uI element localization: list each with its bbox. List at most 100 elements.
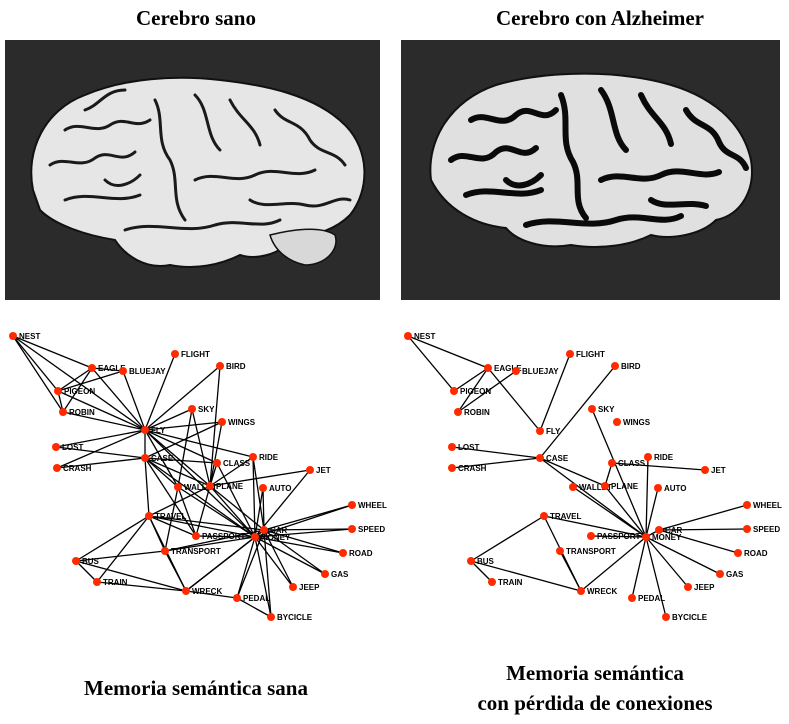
node-label-gas: GAS: [726, 570, 744, 579]
edge-plane-travel: [148, 485, 211, 517]
edge-car-speed: [658, 528, 748, 531]
node-sky: [588, 405, 596, 413]
node-label-road: ROAD: [744, 549, 768, 558]
edge-money-wreck: [580, 536, 647, 592]
node-label-plane: PLANE: [611, 482, 639, 491]
edge-money-wheel: [254, 504, 353, 538]
edge-bird-fly: [144, 365, 221, 431]
node-class: [213, 459, 221, 467]
edge-crash-case: [56, 457, 146, 469]
edge-wreck-car: [185, 529, 265, 592]
edge-wings-plane: [209, 421, 223, 487]
edge-car-gas: [263, 529, 326, 575]
edge-transport-car: [164, 529, 265, 552]
edge-travel-money: [148, 515, 256, 538]
node-travel: [145, 512, 153, 520]
edge-auto-car: [262, 487, 265, 531]
edge-ride-car: [252, 456, 265, 531]
edge-money-gas: [645, 536, 721, 575]
edge-car-wheel: [658, 504, 748, 531]
alzheimer-brain-image: [401, 40, 780, 300]
node-gas: [716, 570, 724, 578]
edge-robin-fly: [62, 411, 146, 431]
node-bluejay: [512, 367, 520, 375]
node-wings: [218, 418, 226, 426]
alzheimer-caption-line1: Memoria semántica: [506, 661, 684, 685]
edge-money-speed: [254, 528, 353, 538]
node-gas: [321, 570, 329, 578]
edge-eagle-bluejay: [91, 367, 124, 372]
node-auto: [654, 484, 662, 492]
node-label-bus: BUS: [82, 557, 100, 566]
node-transport: [161, 547, 169, 555]
node-label-road: ROAD: [349, 549, 373, 558]
node-money: [642, 533, 650, 541]
edge-case-wallet: [144, 457, 179, 488]
edge-money-jeep: [254, 536, 294, 588]
node-label-bycicle: BYCICLE: [277, 613, 313, 622]
node-label-lost: LOST: [458, 443, 479, 452]
node-label-travel: TRAVEL: [155, 512, 187, 521]
node-label-wreck: WRECK: [192, 587, 222, 596]
edge-nest-eagle: [12, 335, 93, 369]
node-label-nest: NEST: [414, 332, 435, 341]
node-pigeon: [450, 387, 458, 395]
node-label-jeep: JEEP: [694, 583, 715, 592]
edge-money-road: [254, 536, 344, 554]
edge-flight-fly: [144, 353, 176, 431]
alzheimer-network-caption: Memoria semántica con pérdida de conexio…: [405, 658, 785, 718]
node-label-car: CAR: [665, 526, 683, 535]
edge-money-pedal: [236, 536, 256, 599]
edge-lost-fly: [55, 429, 146, 448]
node-case: [536, 454, 544, 462]
node-label-pigeon: PIGEON: [64, 387, 95, 396]
edge-bus-wreck: [470, 560, 582, 592]
node-label-money: MONEY: [652, 533, 682, 542]
edge-pedal-bycicle: [236, 597, 272, 618]
node-car: [655, 526, 663, 534]
edge-passport-money: [590, 535, 647, 538]
node-label-bluejay: BLUEJAY: [129, 367, 166, 376]
edge-money-bycicle: [254, 536, 272, 618]
healthy-brain-image: [5, 40, 380, 300]
edge-case-money: [539, 457, 647, 538]
edge-ride-money: [252, 456, 256, 538]
edge-eagle-fly: [487, 367, 541, 432]
edge-travel-money: [543, 515, 647, 538]
node-road: [734, 549, 742, 557]
edge-wallet-money: [177, 486, 256, 538]
node-label-plane: PLANE: [216, 482, 244, 491]
edge-auto-money: [645, 487, 659, 538]
edge-pedal-money: [631, 536, 647, 599]
edge-car-pedal: [236, 529, 265, 599]
node-label-gas: GAS: [331, 570, 349, 579]
edge-money-bycicle: [645, 536, 667, 618]
edge-flight-fly: [539, 353, 571, 432]
edge-eagle-robin: [62, 367, 93, 413]
edge-nest-pigeon: [12, 335, 59, 392]
edge-nest-fly: [12, 335, 146, 431]
node-label-jet: JET: [316, 466, 331, 475]
edge-crash-fly: [56, 429, 146, 469]
edge-bird-plane: [209, 365, 221, 487]
edge-bus-train: [470, 560, 493, 583]
node-fly: [141, 426, 149, 434]
node-wheel: [348, 501, 356, 509]
edge-bus-wreck: [75, 560, 187, 592]
node-label-auto: AUTO: [269, 484, 292, 493]
node-money: [251, 533, 259, 541]
node-jet: [306, 466, 314, 474]
edge-travel-bus: [470, 515, 545, 562]
edge-sky-money: [591, 408, 647, 538]
node-jeep: [289, 583, 297, 591]
node-nest: [404, 332, 412, 340]
node-label-train: TRAIN: [103, 578, 128, 587]
node-travel: [540, 512, 548, 520]
edge-plane-money: [604, 485, 647, 538]
edge-case-plane: [539, 457, 606, 487]
edge-ride-plane: [209, 456, 254, 487]
node-label-nest: NEST: [19, 332, 40, 341]
node-bycicle: [267, 613, 275, 621]
node-label-money: MONEY: [261, 533, 291, 542]
